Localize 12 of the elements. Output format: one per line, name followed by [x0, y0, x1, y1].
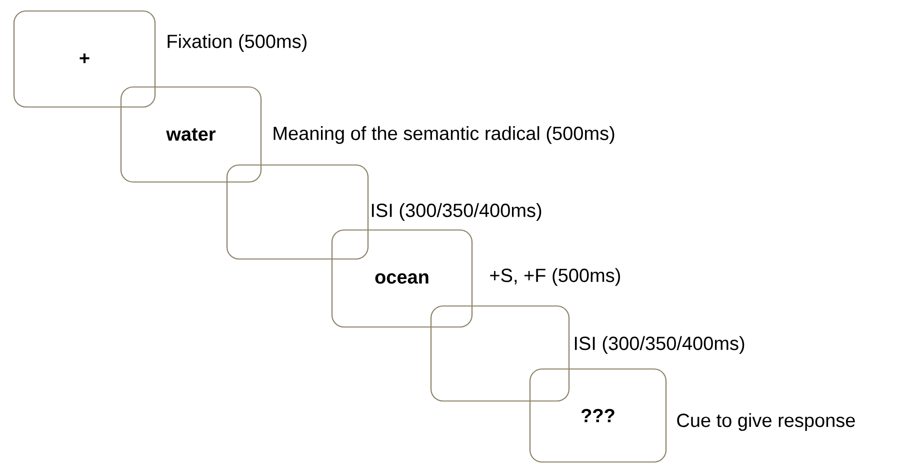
stimulus-box: ??? — [529, 368, 667, 463]
step-label: ISI (300/350/400ms) — [372, 203, 542, 221]
step-label: Meaning of the semantic radical (500ms) — [274, 126, 614, 144]
blank-screen-box — [430, 305, 570, 402]
stimulus-box: + — [13, 10, 156, 108]
stimulus-box: water — [120, 86, 262, 183]
step-label: Fixation (500ms) — [168, 34, 306, 52]
step-label: ISI (300/350/400ms) — [574, 336, 744, 354]
step-label: +S, +F (500ms) — [490, 268, 620, 286]
step-label: Cue to give response — [677, 413, 855, 431]
stimulus-box: ocean — [331, 229, 473, 328]
blank-screen-box — [226, 164, 369, 260]
